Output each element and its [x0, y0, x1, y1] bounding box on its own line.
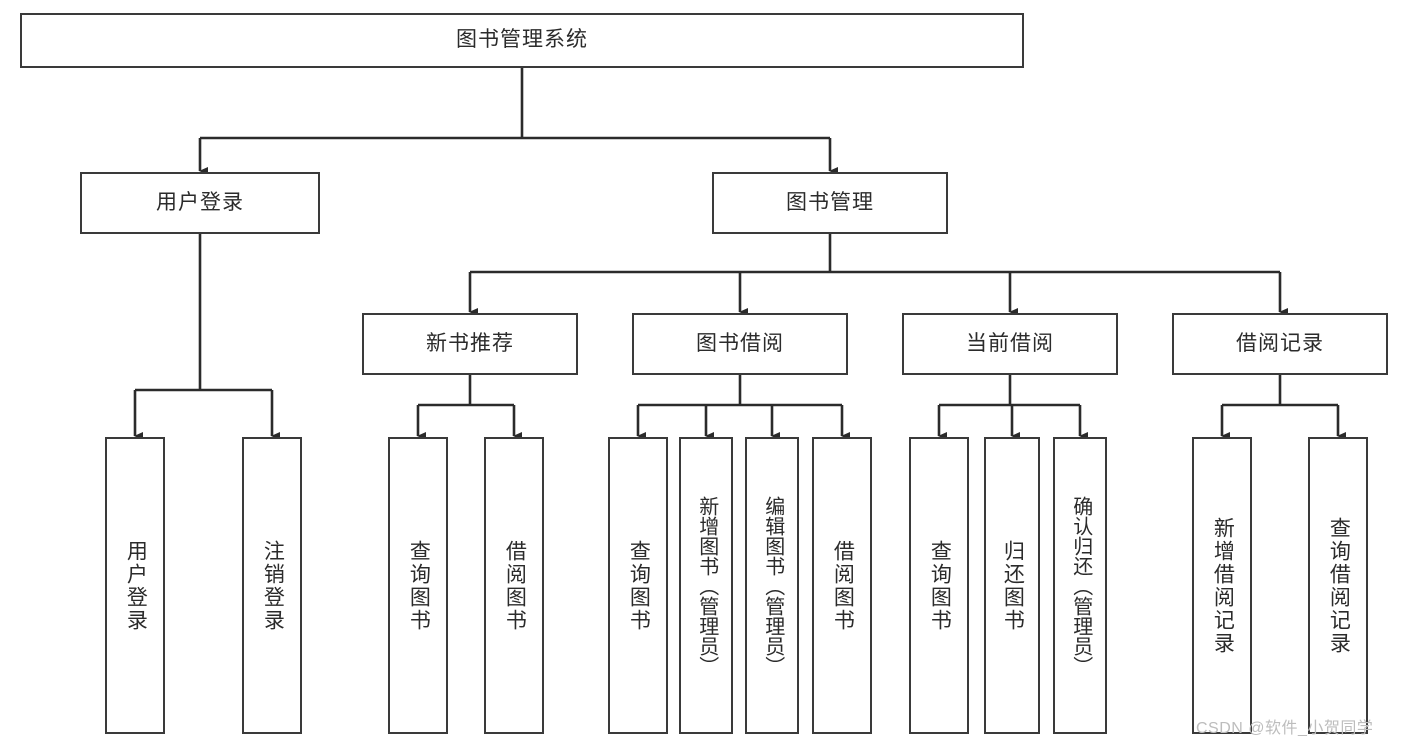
- node-root[interactable]: 图书管理系统: [20, 13, 1024, 68]
- node-borrow-record[interactable]: 借阅记录: [1172, 313, 1388, 375]
- node-label: 查询图书: [407, 539, 431, 632]
- node-leaf-user-logout[interactable]: 注销登录: [242, 437, 302, 734]
- node-book-manage[interactable]: 图书管理: [712, 172, 948, 234]
- node-label: 确认归还（管理员）: [1069, 495, 1092, 676]
- node-leaf-add-book-admin[interactable]: 新增图书（管理员）: [679, 437, 733, 734]
- node-leaf-user-login[interactable]: 用户登录: [105, 437, 165, 734]
- node-label: 查询图书: [928, 539, 952, 632]
- node-leaf-query-book-3[interactable]: 查询图书: [909, 437, 969, 734]
- node-leaf-borrow-book-2[interactable]: 借阅图书: [812, 437, 872, 734]
- node-label: 图书借阅: [696, 331, 784, 355]
- node-label: 新书推荐: [426, 331, 514, 355]
- node-current-borrow[interactable]: 当前借阅: [902, 313, 1118, 375]
- node-label: 注销登录: [261, 539, 285, 632]
- node-label: 借阅图书: [831, 539, 855, 632]
- node-leaf-query-book-1[interactable]: 查询图书: [388, 437, 448, 734]
- node-label: 借阅图书: [503, 539, 527, 632]
- node-label: 图书管理系统: [456, 28, 588, 52]
- node-label: 新增借阅记录: [1211, 516, 1235, 655]
- node-new-book-recommend[interactable]: 新书推荐: [362, 313, 578, 375]
- node-leaf-query-book-2[interactable]: 查询图书: [608, 437, 668, 734]
- node-label: 归还图书: [1001, 539, 1025, 632]
- node-leaf-return-book[interactable]: 归还图书: [984, 437, 1040, 734]
- node-leaf-edit-book-admin[interactable]: 编辑图书（管理员）: [745, 437, 799, 734]
- node-label: 查询借阅记录: [1327, 516, 1351, 655]
- node-leaf-add-borrow-record[interactable]: 新增借阅记录: [1192, 437, 1252, 734]
- watermark-text: CSDN @软件_小贺同学: [1196, 720, 1374, 737]
- node-user-login[interactable]: 用户登录: [80, 172, 320, 234]
- node-leaf-confirm-return-admin[interactable]: 确认归还（管理员）: [1053, 437, 1107, 734]
- node-book-borrow[interactable]: 图书借阅: [632, 313, 848, 375]
- node-label: 图书管理: [786, 190, 874, 214]
- node-label: 新增图书（管理员）: [695, 495, 718, 676]
- node-leaf-borrow-book-1[interactable]: 借阅图书: [484, 437, 544, 734]
- node-label: 用户登录: [124, 539, 148, 632]
- node-leaf-query-borrow-record[interactable]: 查询借阅记录: [1308, 437, 1368, 734]
- node-label: 借阅记录: [1236, 331, 1324, 355]
- node-label: 查询图书: [627, 539, 651, 632]
- node-label: 编辑图书（管理员）: [761, 495, 784, 676]
- node-label: 当前借阅: [966, 331, 1054, 355]
- node-label: 用户登录: [156, 190, 244, 214]
